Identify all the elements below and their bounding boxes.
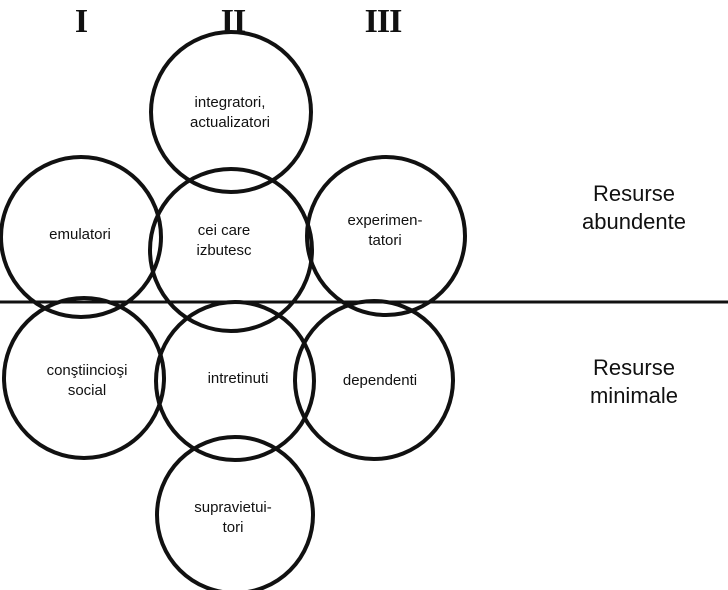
node-label-constiinciosi-line2: social [67, 382, 107, 399]
node-label-emulatori: emulatori [49, 225, 111, 245]
column-label-iii: III [364, 3, 403, 40]
circle-dependenti [293, 299, 455, 461]
node-label-cei-care-line2: izbutesc [196, 242, 252, 259]
row-label-resurse-abundente: Resurse abundente [582, 180, 686, 236]
node-label-supravietuitori: supravietui- tori [194, 498, 272, 538]
node-label-dependenti: dependenti [343, 371, 417, 391]
node-label-constiinciosi-line1: conştiincioşi [46, 362, 128, 379]
node-label-dependenti-line1: dependenti [342, 372, 418, 389]
row-label-resurse-minimale: Resurse minimale [590, 354, 678, 410]
node-label-experimentatori-line2: tatori [368, 232, 402, 249]
circle-experimentatori [305, 155, 467, 317]
row-label-top-line2: abundente [582, 209, 686, 234]
node-label-supravietuitori-line1: supravietui- [194, 499, 272, 516]
node-label-intretinuti: intretinuti [208, 369, 269, 389]
node-label-experimentatori: experimen- tatori [347, 211, 422, 251]
node-label-cei-care-izbutesc: cei care izbutesc [196, 221, 251, 261]
circle-intretinuti [154, 300, 316, 462]
column-label-ii: II [220, 3, 246, 40]
node-label-emulatori-line1: emulatori [49, 226, 111, 243]
node-label-cei-care-line1: cei care [197, 222, 251, 239]
circle-constiinciosi-social [2, 296, 166, 460]
node-label-supravietuitori-line2: tori [222, 519, 244, 536]
row-label-bottom-line2: minimale [589, 383, 679, 408]
node-label-integratori-line1: integratori, [194, 94, 266, 111]
circle-integratori [149, 30, 313, 194]
circle-cei-care-izbutesc [148, 167, 314, 333]
node-label-intretinuti-line1: intretinuti [207, 370, 269, 387]
row-label-bottom-line1: Resurse [593, 355, 675, 380]
node-label-integratori: integratori, actualizatori [190, 93, 270, 133]
node-label-integratori-line2: actualizatori [189, 114, 271, 131]
circle-supravietuitori [155, 435, 315, 590]
node-label-constiinciosi-social: conştiincioşi social [47, 361, 128, 401]
circle-emulatori [0, 155, 163, 319]
node-label-experimentatori-line1: experimen- [347, 212, 423, 229]
row-label-top-line1: Resurse [593, 181, 675, 206]
column-label-i: I [74, 3, 88, 40]
